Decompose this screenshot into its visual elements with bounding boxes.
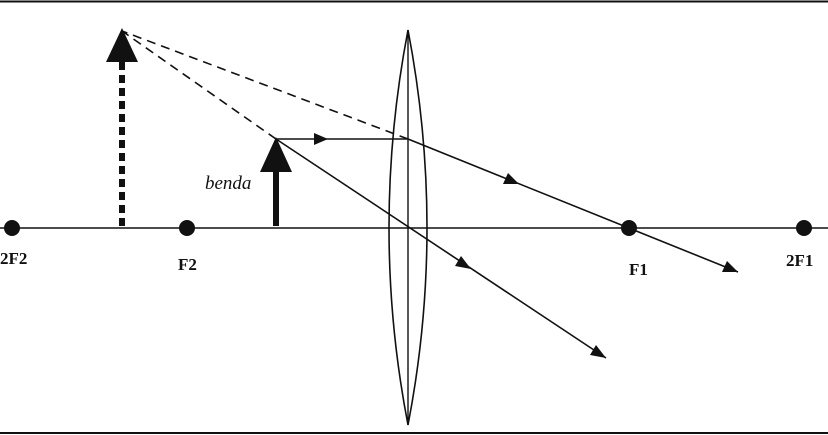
point-2f1 bbox=[796, 220, 812, 236]
label-2f2: 2F2 bbox=[0, 249, 27, 268]
object-label: benda bbox=[205, 173, 251, 194]
ray-refracted-arrow-mid bbox=[503, 173, 519, 184]
ray-through-center bbox=[275, 138, 607, 359]
label-f1: F1 bbox=[629, 260, 648, 279]
point-f2 bbox=[179, 220, 195, 236]
ray-center-arrow-end bbox=[590, 345, 606, 358]
virtual-ray-extension-center bbox=[121, 30, 277, 140]
ray-parallel-arrow bbox=[314, 133, 328, 145]
point-f1 bbox=[621, 220, 637, 236]
label-2f1: 2F1 bbox=[786, 251, 813, 270]
ray-refracted-arrow-end bbox=[722, 261, 738, 272]
virtual-ray-extension-parallel bbox=[121, 30, 409, 140]
ray-refracted-through-f1 bbox=[407, 138, 739, 273]
object-arrowhead bbox=[260, 137, 292, 172]
label-f2: F2 bbox=[178, 255, 197, 274]
point-2f2 bbox=[4, 220, 20, 236]
virtual-image-arrowhead bbox=[106, 28, 138, 62]
ray-center-arrow-mid bbox=[455, 256, 471, 269]
